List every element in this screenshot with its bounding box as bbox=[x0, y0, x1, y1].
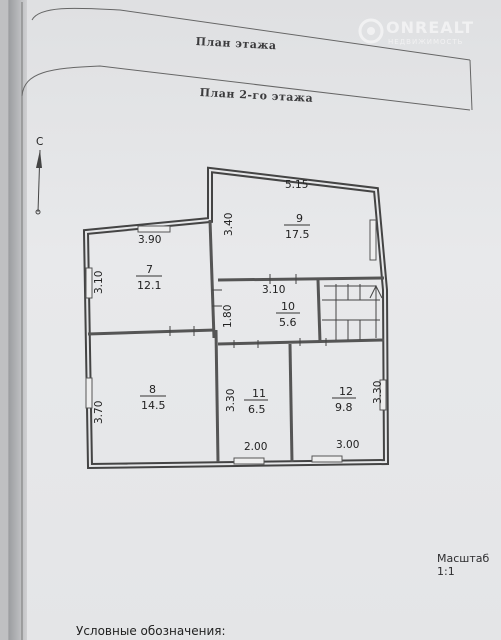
room-7-label: 7 12.1 bbox=[136, 263, 162, 292]
room-area: 17.5 bbox=[285, 228, 310, 241]
watermark-logo: ONREALT НЕДВИЖИМОСТЬ bbox=[358, 14, 498, 52]
header-border-right bbox=[469, 59, 473, 111]
room-number: 10 bbox=[281, 300, 295, 313]
dim-room9-width: 5.15 bbox=[285, 179, 308, 191]
dim-room12-width: 3.00 bbox=[336, 439, 359, 451]
outer-walls bbox=[82, 166, 390, 470]
staircase bbox=[322, 284, 383, 340]
room-10-label: 10 5.6 bbox=[276, 300, 300, 329]
watermark-subtitle: НЕДВИЖИМОСТЬ bbox=[388, 38, 464, 46]
room-number: 7 bbox=[146, 263, 153, 276]
dim-room7-width: 3.90 bbox=[138, 234, 161, 246]
dim-room12-height: 3.30 bbox=[372, 381, 384, 404]
dim-room10-height: 1.80 bbox=[222, 305, 234, 328]
room-area: 6.5 bbox=[248, 403, 266, 416]
room-11-label: 11 6.5 bbox=[244, 387, 268, 416]
room-area: 14.5 bbox=[141, 399, 166, 412]
room-12-label: 12 9.8 bbox=[332, 385, 356, 414]
header-border-top bbox=[31, 7, 471, 61]
dim-room10-width: 3.10 bbox=[262, 284, 285, 296]
watermark-brand: ONREALT bbox=[386, 18, 475, 37]
room-8-label: 8 14.5 bbox=[140, 383, 166, 412]
room-number: 12 bbox=[339, 385, 353, 398]
inner-walls bbox=[87, 219, 385, 463]
header-border-bottom bbox=[21, 65, 471, 111]
room-number: 11 bbox=[252, 387, 266, 400]
dim-room11-height: 3.30 bbox=[225, 389, 237, 412]
dim-room9-height: 3.40 bbox=[223, 213, 235, 236]
north-letter: С bbox=[36, 136, 43, 148]
room-area: 5.6 bbox=[279, 316, 297, 329]
room-number: 8 bbox=[149, 383, 156, 396]
scale-label: Масштаб 1:1 bbox=[437, 552, 490, 578]
legend-label: Условные обозначения: bbox=[76, 624, 226, 638]
door-marks bbox=[169, 274, 327, 348]
room-number: 9 bbox=[296, 212, 303, 225]
windows bbox=[85, 219, 387, 465]
watermark-icon bbox=[358, 18, 384, 44]
dim-room8-height: 3.70 bbox=[93, 401, 105, 424]
dim-room7-height: 3.10 bbox=[93, 271, 105, 294]
room-area: 12.1 bbox=[137, 279, 162, 292]
dim-room11-width: 2.00 bbox=[244, 441, 267, 453]
room-9-label: 9 17.5 bbox=[284, 212, 310, 241]
north-arrow bbox=[35, 149, 42, 215]
room-area: 9.8 bbox=[335, 401, 353, 414]
